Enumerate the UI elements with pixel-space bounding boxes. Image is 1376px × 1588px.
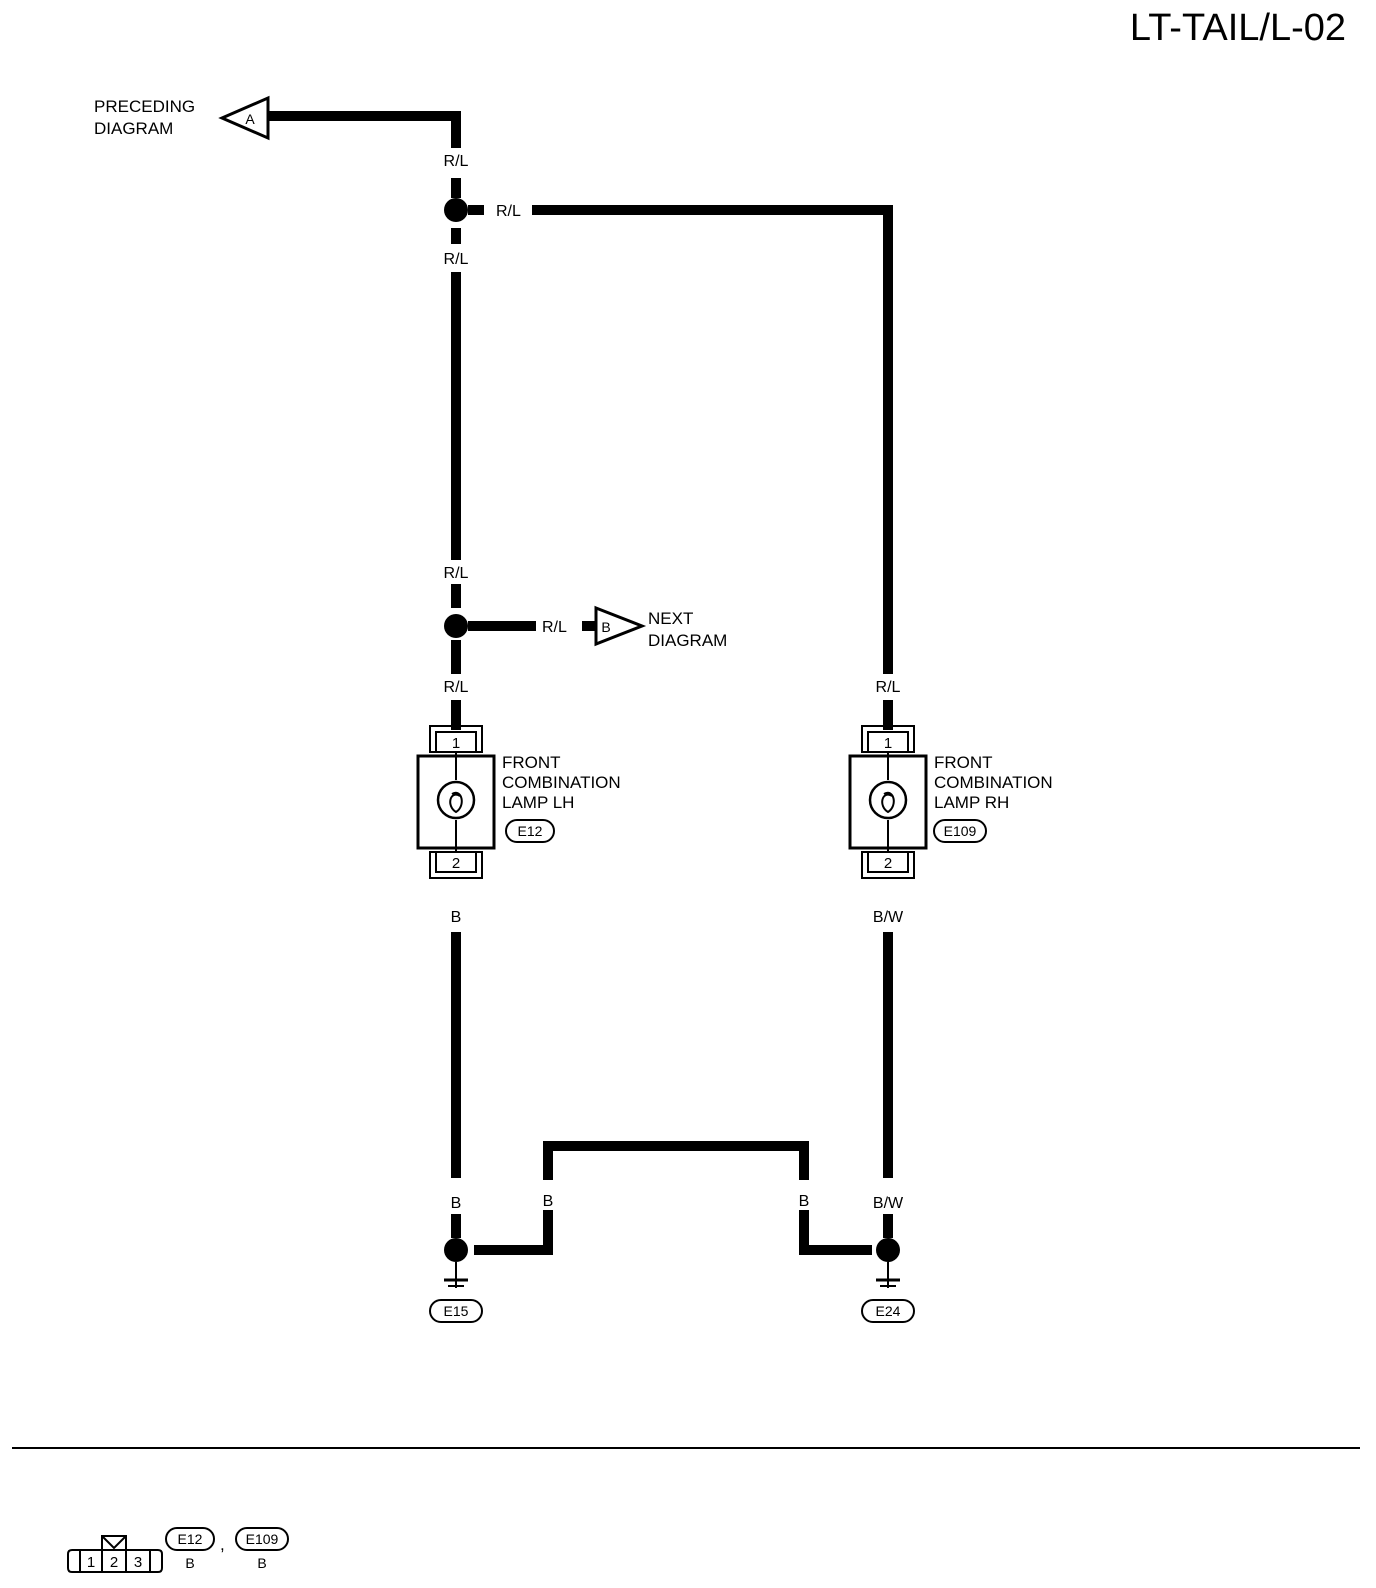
next-label-line1: NEXT [648, 609, 693, 628]
legend-pin-3: 3 [134, 1554, 142, 1571]
lamp-rh-pin-bottom: 2 [884, 855, 892, 872]
lamp-rh-label-line2: COMBINATION [934, 773, 1053, 792]
wire-color-label: R/L [444, 153, 469, 170]
lamp-rh-label-line3: LAMP RH [934, 793, 1009, 812]
legend-connector-e109: E109 [246, 1531, 279, 1547]
wire-color-label: B [451, 1195, 462, 1212]
front-combination-lamp-rh[interactable]: 1 2 FRONT COMBINATION LAMP RH E109 [848, 725, 1053, 879]
connector-letter-b: B [601, 619, 610, 635]
legend-pin-1: 1 [87, 1554, 95, 1571]
lamp-rh-connector: E109 [944, 823, 977, 839]
lamp-lh-pin-top: 1 [452, 735, 460, 752]
wire-color-label: R/L [542, 619, 567, 636]
front-combination-lamp-lh[interactable]: 1 2 FRONT COMBINATION LAMP LH E12 [416, 725, 621, 879]
wire-color-label: R/L [496, 203, 521, 220]
connector-key-icon [101, 1535, 127, 1550]
wire-color-label: B/W [873, 909, 904, 926]
wire-color-label: R/L [444, 565, 469, 582]
legend-connector-e12: E12 [178, 1531, 203, 1547]
ground-e15[interactable]: E15 [429, 1238, 483, 1323]
lamp-lh-label-line1: FRONT [502, 753, 561, 772]
legend-color-e109: B [257, 1555, 266, 1571]
wire-color-label: B [451, 909, 462, 926]
wire-color-label: R/L [444, 679, 469, 696]
next-diagram-ref[interactable]: B NEXT DIAGRAM [594, 605, 727, 650]
lamp-bulb-icon [868, 780, 908, 820]
lamp-lh-pin-bottom: 2 [452, 855, 460, 872]
preceding-label-line1: PRECEDING [94, 97, 195, 116]
splice-dot [444, 614, 468, 638]
wire-right-rl [532, 205, 893, 674]
next-label-line2: DIAGRAM [648, 631, 727, 650]
lamp-lh-label-line2: COMBINATION [502, 773, 621, 792]
ground-e24[interactable]: E24 [861, 1238, 915, 1323]
splice-dot [444, 198, 468, 222]
legend-separator: , [220, 1535, 225, 1554]
splice-dot [876, 1238, 900, 1262]
legend-pin-2: 2 [110, 1554, 118, 1571]
wire-left-rl [268, 111, 461, 730]
preceding-label-line2: DIAGRAM [94, 119, 173, 138]
lamp-rh-pin-top: 1 [884, 735, 892, 752]
legend-color-e12: B [185, 1555, 194, 1571]
wire-color-label: R/L [444, 251, 469, 268]
splice-dot [444, 1238, 468, 1262]
wire-color-label: B [543, 1193, 554, 1210]
connector-arrow-b-icon [594, 605, 647, 647]
page-code: LT-TAIL/L-02 [1130, 7, 1346, 49]
connector-legend: 1 2 3 E12 B , E109 B [67, 1527, 289, 1573]
wire-color-label: B [799, 1193, 810, 1210]
lamp-lh-connector: E12 [518, 823, 543, 839]
ground-right-label: E24 [876, 1303, 901, 1319]
ground-bridge-wire [474, 1210, 553, 1255]
wire-color-label: B/W [873, 1195, 904, 1212]
ground-left-label: E15 [444, 1303, 469, 1319]
connector-letter-a: A [245, 111, 255, 127]
preceding-diagram-ref[interactable]: PRECEDING DIAGRAM A [94, 95, 270, 141]
lamp-bulb-icon [436, 780, 476, 820]
lamp-lh-label-line3: LAMP LH [502, 793, 574, 812]
lamp-rh-label-line1: FRONT [934, 753, 993, 772]
wire-color-label: R/L [876, 679, 901, 696]
